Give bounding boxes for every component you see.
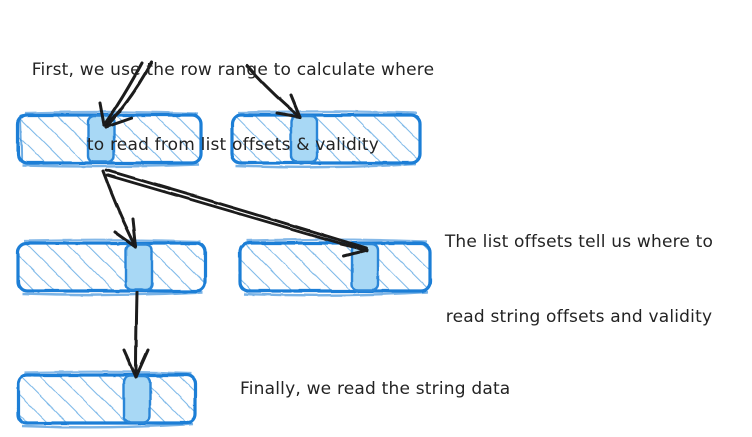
buffer-box-string-data[interactable] xyxy=(16,370,197,429)
annotation-line: First, we use the row range to calculate… xyxy=(31,60,435,80)
annotation-list-offsets: The list offsets tell us where to read s… xyxy=(414,180,744,380)
annotation-iops-summary: Six IOPS, in three stages :( xyxy=(240,392,570,437)
highlight-segment xyxy=(124,242,154,292)
annotation-row-range: First, we use the row range to calculate… xyxy=(18,8,448,208)
annotation-line: to read from list offsets & validity xyxy=(86,135,380,155)
arrow-to-string-data xyxy=(122,290,150,379)
annotation-line: read string offsets and validity xyxy=(445,307,713,327)
annotation-line: The list offsets tell us where to xyxy=(444,232,714,252)
annotation-line: Finally, we read the string data xyxy=(240,379,511,399)
buffer-box-string-validity[interactable] xyxy=(238,238,432,297)
buffer-box-string-offsets[interactable] xyxy=(16,238,207,297)
highlight-segment xyxy=(350,242,380,292)
highlight-segment xyxy=(122,374,152,424)
annotation-string-data: Finally, we read the string data xyxy=(240,327,570,437)
